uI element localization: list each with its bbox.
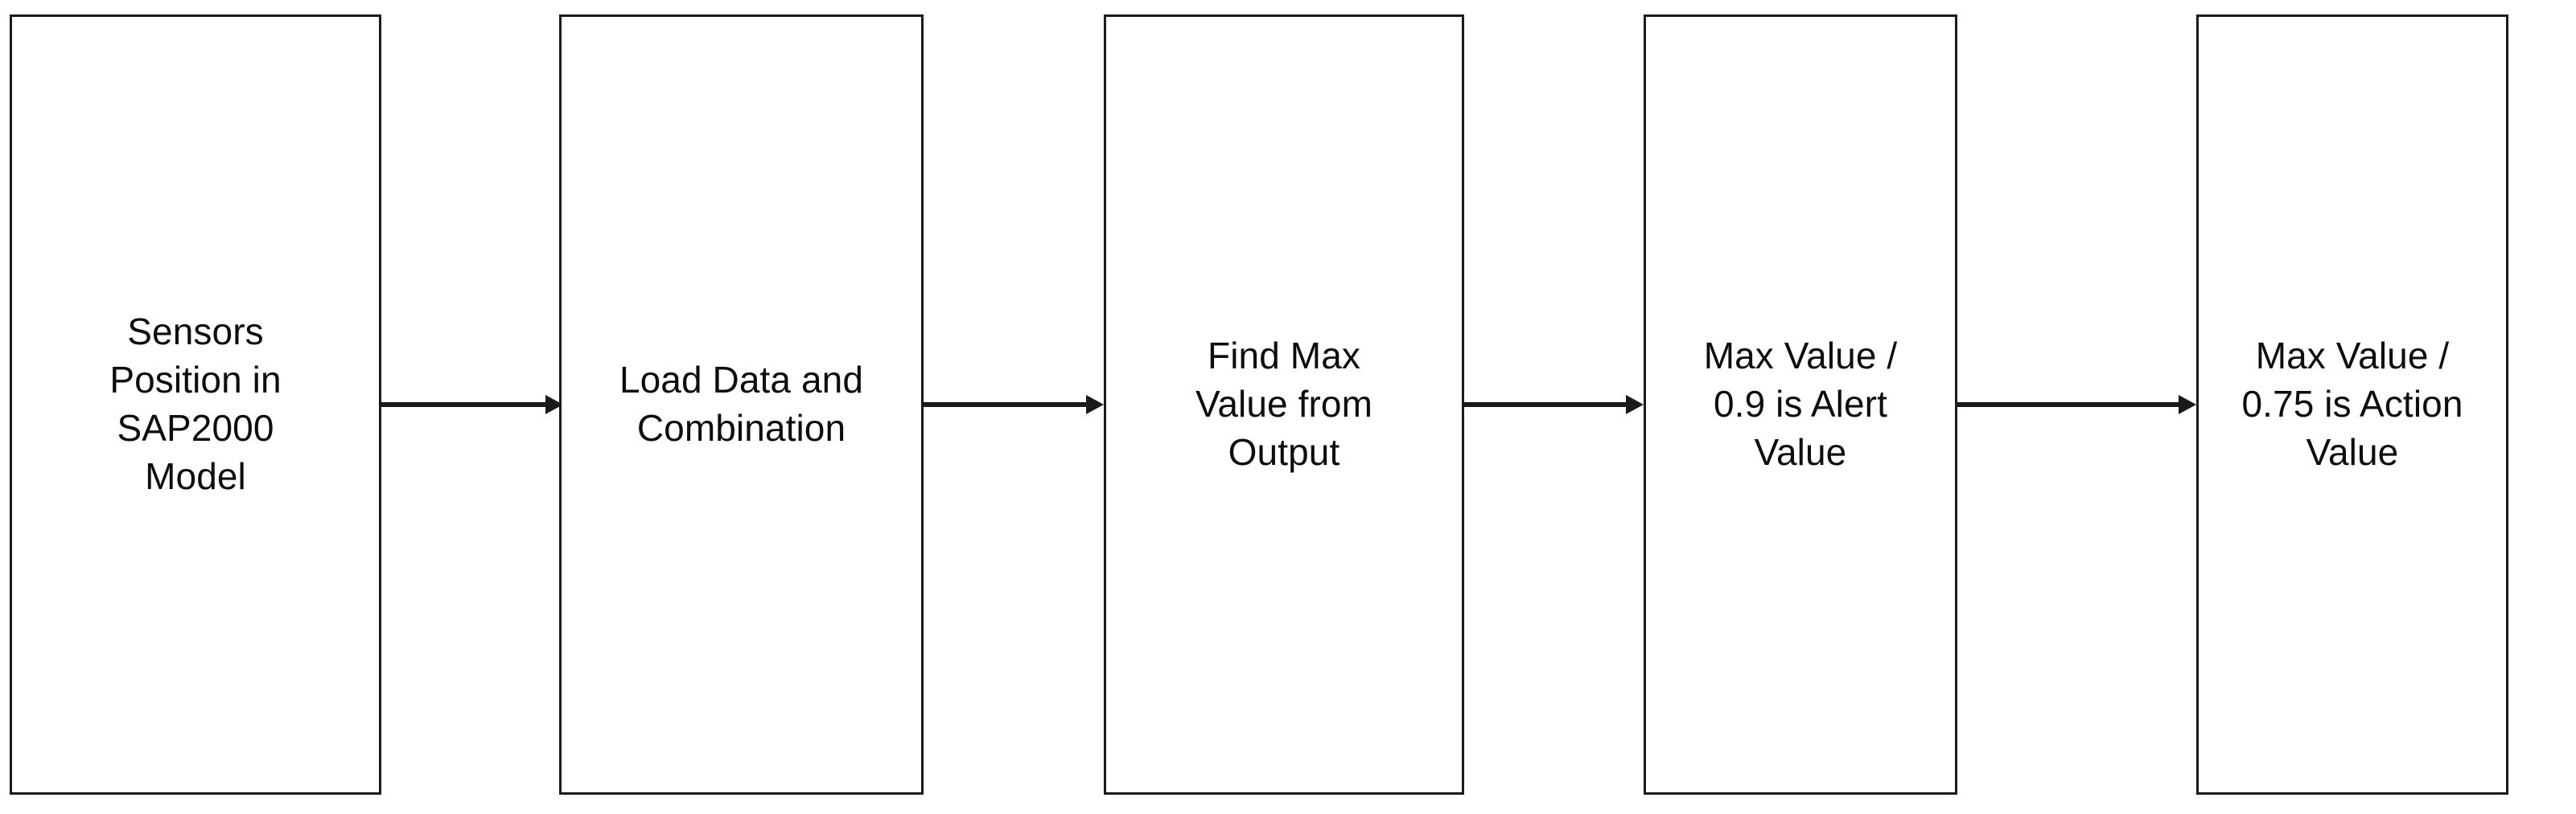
arrow-right-icon	[1464, 395, 1644, 414]
arrow-right-icon	[924, 395, 1104, 414]
flowchart-node-1-label: Sensors Position in SAP2000 Model	[109, 310, 282, 497]
flowchart-node-4[interactable]: Max Value / 0.9 is Alert Value	[1644, 14, 1957, 795]
flowchart-edge-1	[381, 391, 563, 418]
flowchart-node-4-label: Max Value / 0.9 is Alert Value	[1703, 335, 1898, 473]
flowchart-node-5[interactable]: Max Value / 0.75 is Action Value	[2196, 14, 2508, 795]
flowchart-edge-4	[1957, 391, 2196, 418]
flowchart-node-3[interactable]: Find Max Value from Output	[1104, 14, 1464, 795]
flowchart-node-3-label: Find Max Value from Output	[1195, 335, 1373, 473]
arrow-right-icon	[381, 395, 563, 414]
flowchart-node-2-label: Load Data and Combination	[619, 359, 864, 449]
flowchart-node-5-label: Max Value / 0.75 is Action Value	[2241, 335, 2463, 473]
flowchart-edge-2	[924, 391, 1104, 418]
flowchart-node-2[interactable]: Load Data and Combination	[559, 14, 924, 795]
flowchart-edge-3	[1464, 391, 1644, 418]
flowchart-node-1[interactable]: Sensors Position in SAP2000 Model	[10, 14, 381, 795]
arrow-right-icon	[1957, 395, 2196, 414]
